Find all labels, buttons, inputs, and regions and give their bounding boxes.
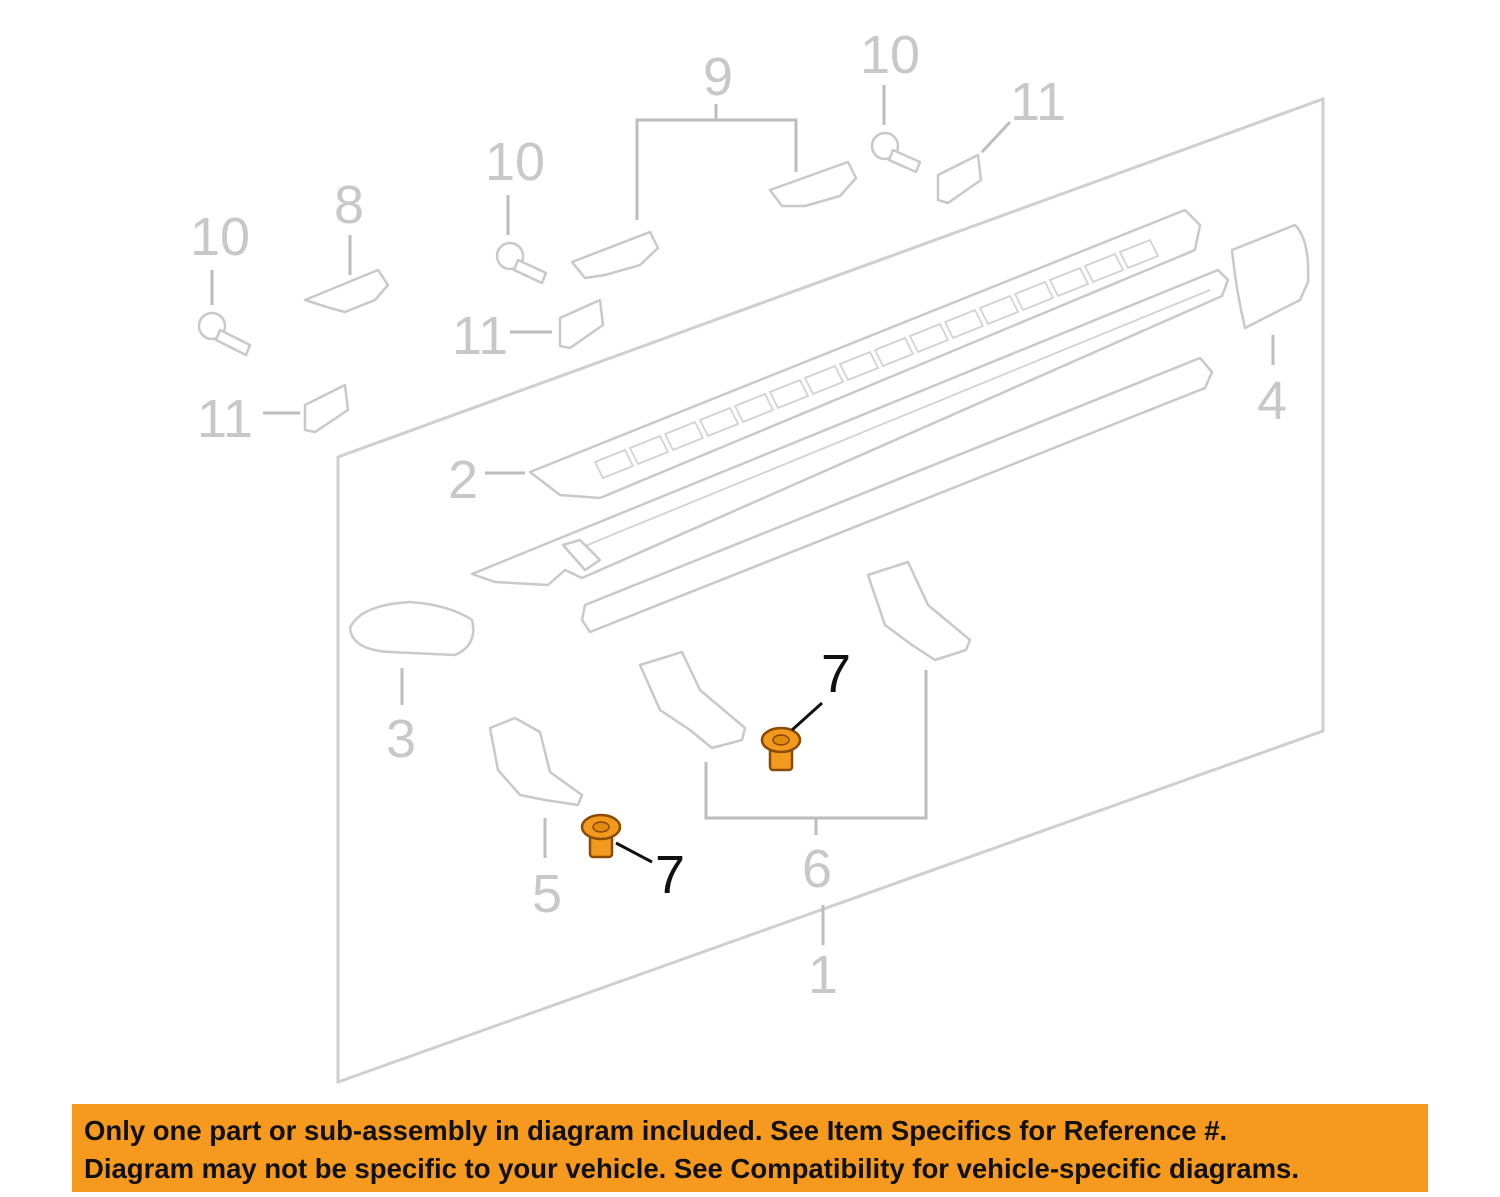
callout-11-mid: 11: [452, 306, 508, 366]
part-bolt-10c: [870, 131, 922, 174]
callout-11-right: 11: [1010, 72, 1066, 132]
callout-1: 1: [808, 945, 838, 1005]
step-pad-ribs: [593, 238, 1160, 480]
part-clip-9b: [768, 160, 858, 208]
callout-3: 3: [386, 709, 416, 769]
part-retainer-11a: [303, 383, 350, 434]
part-rear-end-cap: [1230, 223, 1310, 330]
part-retainer-11c: [936, 153, 983, 205]
part-clip-8: [303, 268, 390, 314]
part-bolt-10a: [197, 311, 252, 357]
part-bracket-rear: [866, 560, 972, 662]
callout-6: 6: [802, 839, 832, 899]
callout-9: 9: [703, 47, 733, 107]
disclaimer-line-2: Diagram may not be specific to your vehi…: [84, 1153, 1299, 1184]
callout-4: 4: [1257, 371, 1287, 431]
callout-11-left: 11: [197, 389, 253, 449]
disclaimer-line-1: Only one part or sub-assembly in diagram…: [84, 1115, 1228, 1146]
callout-2: 2: [448, 450, 478, 510]
callout-labels: 1 2 3 4 5 6 7 7 8 9 10 10 10 11 11 11: [190, 25, 1287, 1005]
part-lower-molding: [580, 356, 1214, 634]
leader-lines: [210, 85, 1275, 945]
part-retainer-11b: [558, 298, 605, 350]
parts-diagram: 1 2 3 4 5 6 7 7 8 9 10 10 10 11 11 11: [190, 25, 1325, 1085]
callout-7-lower: 7: [655, 845, 685, 905]
part-bracket-mid: [638, 650, 747, 750]
callout-7-upper: 7: [821, 644, 851, 704]
part-nut-highlighted-2: [580, 813, 622, 859]
callout-8: 8: [334, 175, 364, 235]
part-front-end-cap: [348, 600, 475, 657]
part-clip-9a: [570, 230, 660, 280]
callout-10-left: 10: [190, 207, 250, 267]
part-bolt-10b: [495, 241, 548, 285]
part-nut-highlighted-1: [760, 726, 802, 772]
callout-10-right: 10: [860, 25, 920, 85]
callout-10-mid: 10: [485, 132, 545, 192]
disclaimer-banner: Only one part or sub-assembly in diagram…: [72, 1104, 1428, 1192]
callout-5: 5: [532, 864, 562, 924]
part-bracket-front: [488, 716, 584, 807]
